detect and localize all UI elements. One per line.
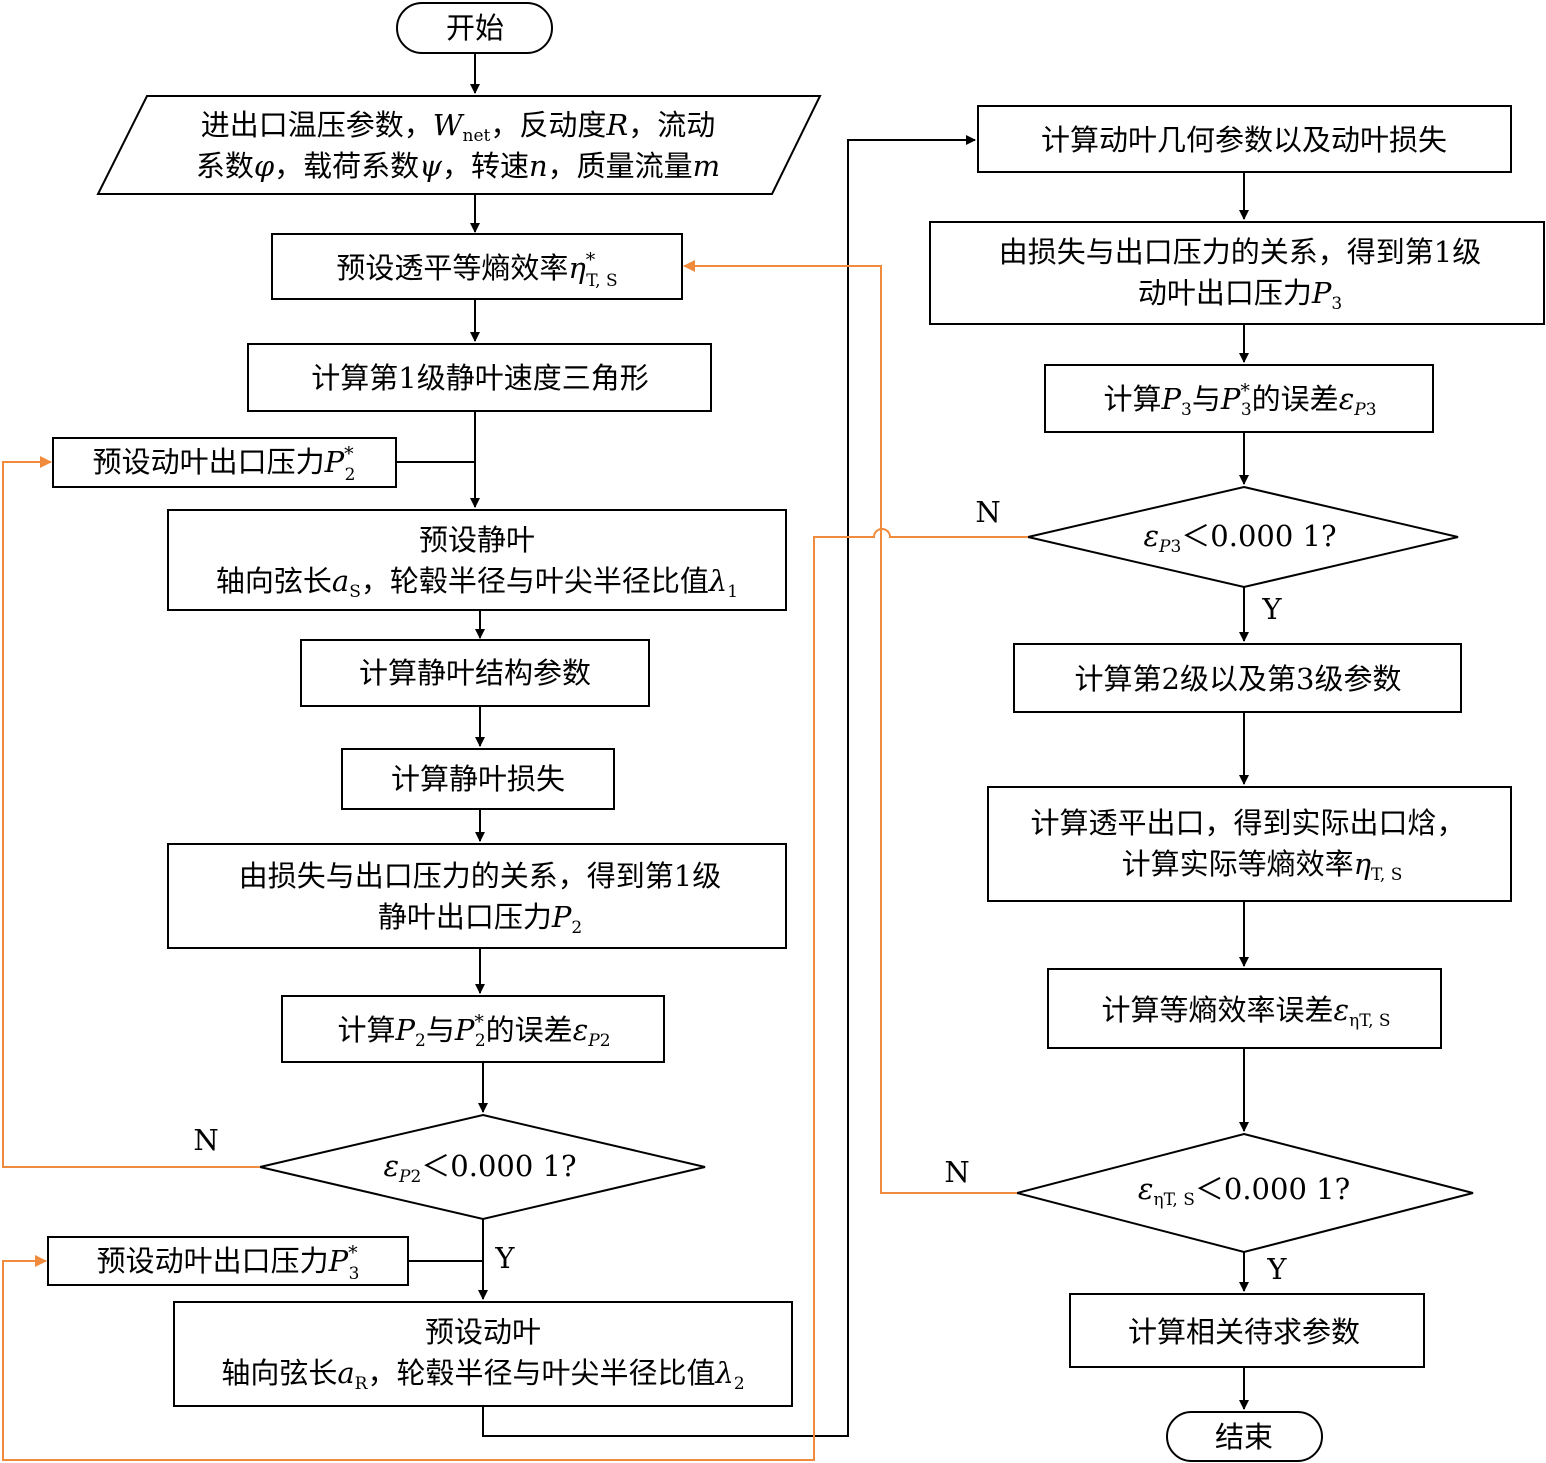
calc-turbine-outlet-line-1: 计算透平出口，得到实际出口焓， — [1030, 806, 1465, 840]
calc-stator-loss-label: 计算静叶损失 — [391, 762, 565, 796]
calc-turbine-outlet-line-2: 计算实际等熵效率ηT, S — [1122, 847, 1403, 885]
input-line-1: 进出口温压参数，Wnet，反动度R，流动 — [201, 108, 716, 146]
calc-stator-triangle-label: 计算第1级静叶速度三角形 — [311, 361, 648, 395]
calc-p2-error-box — [281, 995, 665, 1063]
calc-stator-structure-box — [300, 639, 650, 707]
calc-turbine-outlet-box — [987, 786, 1512, 902]
calc-stator-triangle-box — [247, 343, 712, 412]
loop-n-p2 — [2, 456, 260, 1168]
input-parameters-box — [96, 95, 822, 195]
preset-efficiency-label: 预设透平等熵效率η*T, S — [336, 249, 617, 291]
preset-p3-box — [47, 1236, 409, 1286]
calc-final-label: 计算相关待求参数 — [1128, 1315, 1360, 1349]
calc-efficiency-error-box — [1047, 968, 1442, 1049]
decision-p2-label: εP2＜0.000 1? — [383, 1149, 576, 1187]
preset-rotor-line-1: 预设动叶 — [425, 1315, 541, 1349]
label-n-eff: N — [944, 1155, 969, 1189]
label-y-eff: Y — [1266, 1252, 1287, 1286]
calc-efficiency-error-label: 计算等熵效率误差εηT, S — [1101, 993, 1390, 1031]
preset-p2-label: 预设动叶出口压力P*2 — [93, 443, 356, 485]
label-y-p3: Y — [1261, 592, 1282, 626]
calc-rotor-geometry-box — [977, 105, 1512, 173]
rotor-outlet-pressure-box — [929, 221, 1545, 325]
input-line-2: 系数φ，载荷系数ψ，转速n，质量流量m — [196, 149, 720, 183]
calc-p3-error-box — [1044, 364, 1434, 433]
preset-p3-label: 预设动叶出口压力P*3 — [97, 1242, 360, 1284]
calc-stator-loss-box — [341, 748, 615, 810]
end-label: 结束 — [1215, 1420, 1273, 1454]
preset-efficiency-box — [271, 233, 683, 300]
preset-rotor-box — [173, 1301, 793, 1407]
label-y-p2: Y — [494, 1241, 515, 1275]
rotor-outlet-pressure-line-2: 动叶出口压力P3 — [1138, 276, 1342, 314]
calc-rotor-geometry-label: 计算动叶几何参数以及动叶损失 — [1041, 123, 1447, 157]
preset-stator-box — [167, 509, 787, 611]
label-n-p3: N — [975, 495, 1000, 529]
calc-p2-error-label: 计算P2与P*2的误差εP2 — [337, 1011, 610, 1051]
preset-rotor-line-2: 轴向弦长aR，轮毂半径与叶尖半径比值λ2 — [221, 1356, 744, 1394]
calc-stage23-box — [1013, 643, 1462, 713]
arrow-rotor-to-geom — [482, 135, 976, 1437]
stator-outlet-pressure-line-1: 由损失与出口压力的关系，得到第1级 — [239, 859, 721, 893]
preset-stator-line-2: 轴向弦长aS，轮毂半径与叶尖半径比值λ1 — [216, 564, 738, 602]
start-label: 开始 — [446, 11, 504, 45]
calc-stator-structure-label: 计算静叶结构参数 — [359, 656, 591, 690]
preset-stator-line-1: 预设静叶 — [419, 523, 535, 557]
stator-outlet-pressure-line-2: 静叶出口压力P2 — [378, 900, 582, 938]
calc-final-box — [1069, 1293, 1425, 1368]
decision-efficiency-label: εηT, S＜0.000 1? — [1138, 1172, 1350, 1210]
label-n-p2: N — [193, 1123, 218, 1157]
end-terminal — [1166, 1411, 1323, 1462]
calc-stage23-label: 计算第2级以及第3级参数 — [1075, 662, 1402, 696]
loop-n-p3 — [2, 528, 1028, 1461]
calc-p3-error-label: 计算P3与P*3的误差εP3 — [1103, 380, 1376, 420]
stator-outlet-pressure-box — [167, 843, 787, 949]
decision-p3-label: εP3＜0.000 1? — [1143, 519, 1336, 557]
rotor-outlet-pressure-line-1: 由损失与出口压力的关系，得到第1级 — [999, 235, 1481, 269]
loop-n-efficiency — [683, 260, 1017, 1194]
